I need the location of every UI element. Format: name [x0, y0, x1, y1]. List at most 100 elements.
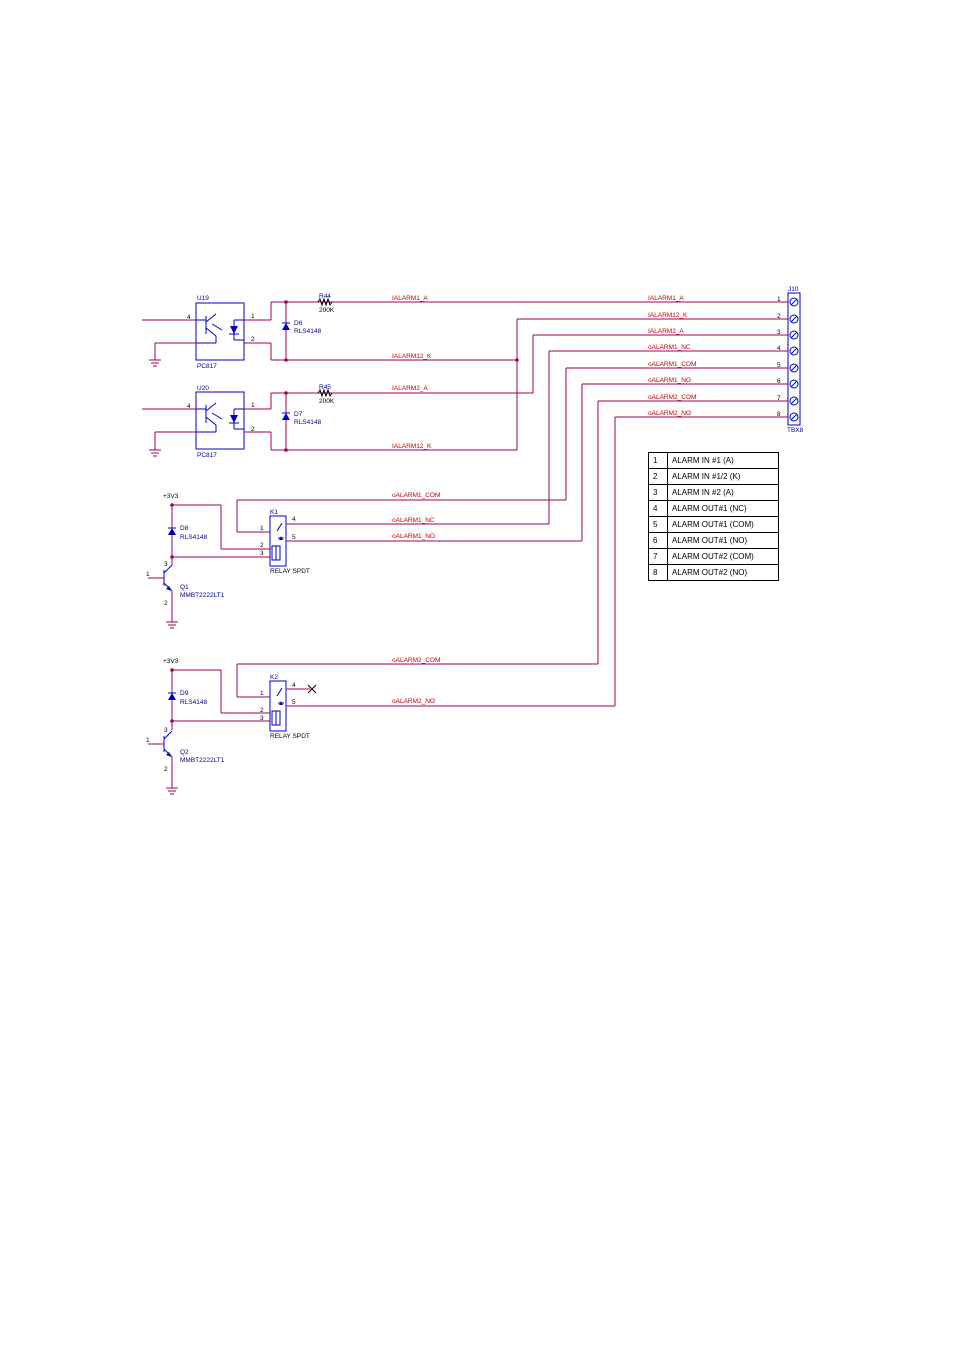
relay-channel-2: +3V3 D9 RLS4148 1 3 2 Q2 MMBT2222LT1 K2 … — [146, 657, 615, 795]
pin-table-description: ALARM OUT#1 (COM) — [667, 516, 779, 533]
pin-table-number: 4 — [648, 500, 668, 517]
pin-table-number: 5 — [648, 516, 668, 533]
j10-pin-net-label: oALARM1_COM — [648, 361, 696, 368]
j10-pin-number: 1 — [777, 296, 781, 303]
pin-table-description: ALARM IN #1 (A) — [667, 452, 779, 469]
j10-pin-net-label: IALARM2_A — [648, 328, 684, 335]
d8-value: RLS4148 — [180, 534, 207, 541]
supply-label-2: +3V3 — [163, 658, 179, 665]
j10-pin-number: 4 — [777, 345, 781, 352]
j10-terminal-slot — [790, 315, 798, 323]
k2-ref: K2 — [270, 674, 278, 681]
connector-j10: J10 TBX8 — [787, 286, 804, 434]
net-label-oalarm1-com: oALARM1_COM — [392, 492, 440, 499]
j10-terminal-screw — [789, 346, 799, 356]
d7-ref: D7 — [294, 411, 303, 418]
u19-ref: U19 — [197, 295, 209, 302]
j10-terminal-screw — [789, 314, 799, 324]
resistor-r44: R44 200K — [317, 293, 335, 314]
j10-pin-number: 7 — [777, 395, 781, 402]
resistor-r45: R45 200K — [317, 384, 335, 405]
pin-table-number: 7 — [648, 548, 668, 565]
k2-value: RELAY SPDT — [270, 733, 310, 740]
pin-table-description: ALARM IN #2 (A) — [667, 484, 779, 501]
u20-pin2: 2 — [251, 426, 255, 433]
j10-pin-number: 8 — [777, 411, 781, 418]
q1-ref: Q1 — [180, 584, 189, 591]
d9-ref: D9 — [180, 690, 189, 697]
j10-terminal-slot — [790, 397, 798, 405]
q2-value: MMBT2222LT1 — [180, 757, 225, 764]
q2-pin2: 2 — [164, 766, 168, 773]
r44-value: 200K — [319, 307, 335, 314]
d6-value: RLS4148 — [294, 328, 321, 335]
j10-terminal-slot — [790, 298, 798, 306]
r44-ref: R44 — [319, 293, 331, 300]
pin-table-number: 2 — [648, 468, 668, 485]
net-label-ialarm12-k-1: IALARM12_K — [392, 353, 432, 360]
pin-table-description: ALARM OUT#2 (COM) — [667, 548, 779, 565]
u19-value: PC817 — [197, 363, 217, 370]
q1-pin1: 1 — [146, 571, 150, 578]
j10-pin-net-label: IALARM1_A — [648, 295, 684, 302]
u19-pin2: 2 — [251, 336, 255, 343]
u19-pin4: 4 — [187, 314, 191, 321]
q2-ref: Q2 — [180, 749, 189, 756]
pin-table-number: 1 — [648, 452, 668, 469]
pin-table-description: ALARM OUT#1 (NC) — [667, 500, 779, 517]
d9-value: RLS4148 — [180, 699, 207, 706]
j10-pin-net-label: oALARM2_COM — [648, 394, 696, 401]
u20-pin4: 4 — [187, 403, 191, 410]
ground-symbol-1 — [149, 359, 161, 367]
u20-pin1: 1 — [251, 402, 255, 409]
j10-terminal-slot — [790, 347, 798, 355]
net-label-oalarm1-nc: oALARM1_NC — [392, 517, 435, 524]
j10-terminal-screw — [789, 412, 799, 422]
j10-terminal-screw — [789, 396, 799, 406]
j10-terminal-screw — [789, 330, 799, 340]
pin-table-description: ALARM OUT#1 (NO) — [667, 532, 779, 549]
d6-ref: D6 — [294, 320, 303, 327]
net-label-ialarm2-a: IALARM2_A — [392, 385, 428, 392]
q1-value: MMBT2222LT1 — [180, 592, 225, 599]
k2-pin5: 5 — [292, 699, 296, 706]
k1-pin3: 3 — [260, 550, 264, 557]
j10-pin-net-label: oALARM1_NO — [648, 377, 691, 384]
k1-pin4: 4 — [292, 516, 296, 523]
pin-table-description: ALARM OUT#2 (NO) — [667, 564, 779, 581]
q2-pin1: 1 — [146, 737, 150, 744]
j10-pin-net-label: oALARM1_NC — [648, 344, 691, 351]
j10-terminal-screw — [789, 297, 799, 307]
j10-value: TBX8 — [787, 427, 804, 434]
pin-table-number: 3 — [648, 484, 668, 501]
j10-pin-number: 2 — [777, 313, 781, 320]
u20-ref: U20 — [197, 385, 209, 392]
output-channel-wiring — [548, 350, 788, 706]
j10-terminal-screw — [789, 363, 799, 373]
k1-ref: K1 — [270, 509, 278, 516]
d7-value: RLS4148 — [294, 419, 321, 426]
q1-pin2: 2 — [164, 600, 168, 607]
k2-pin2: 2 — [260, 707, 264, 714]
j10-pin-number: 3 — [777, 329, 781, 336]
j10-terminal-screw — [789, 379, 799, 389]
k1-pin5: 5 — [292, 534, 296, 541]
k1-value: RELAY SPDT — [270, 568, 310, 575]
net-label-oalarm1-no: oALARM1_NO — [392, 533, 435, 540]
k1-pin2: 2 — [260, 542, 264, 549]
pin-table-description: ALARM IN #1/2 (K) — [667, 468, 779, 485]
d8-ref: D8 — [180, 525, 189, 532]
j10-terminal-slot — [790, 380, 798, 388]
j10-pin-number: 5 — [777, 362, 781, 369]
q1-pin3: 3 — [164, 561, 168, 568]
